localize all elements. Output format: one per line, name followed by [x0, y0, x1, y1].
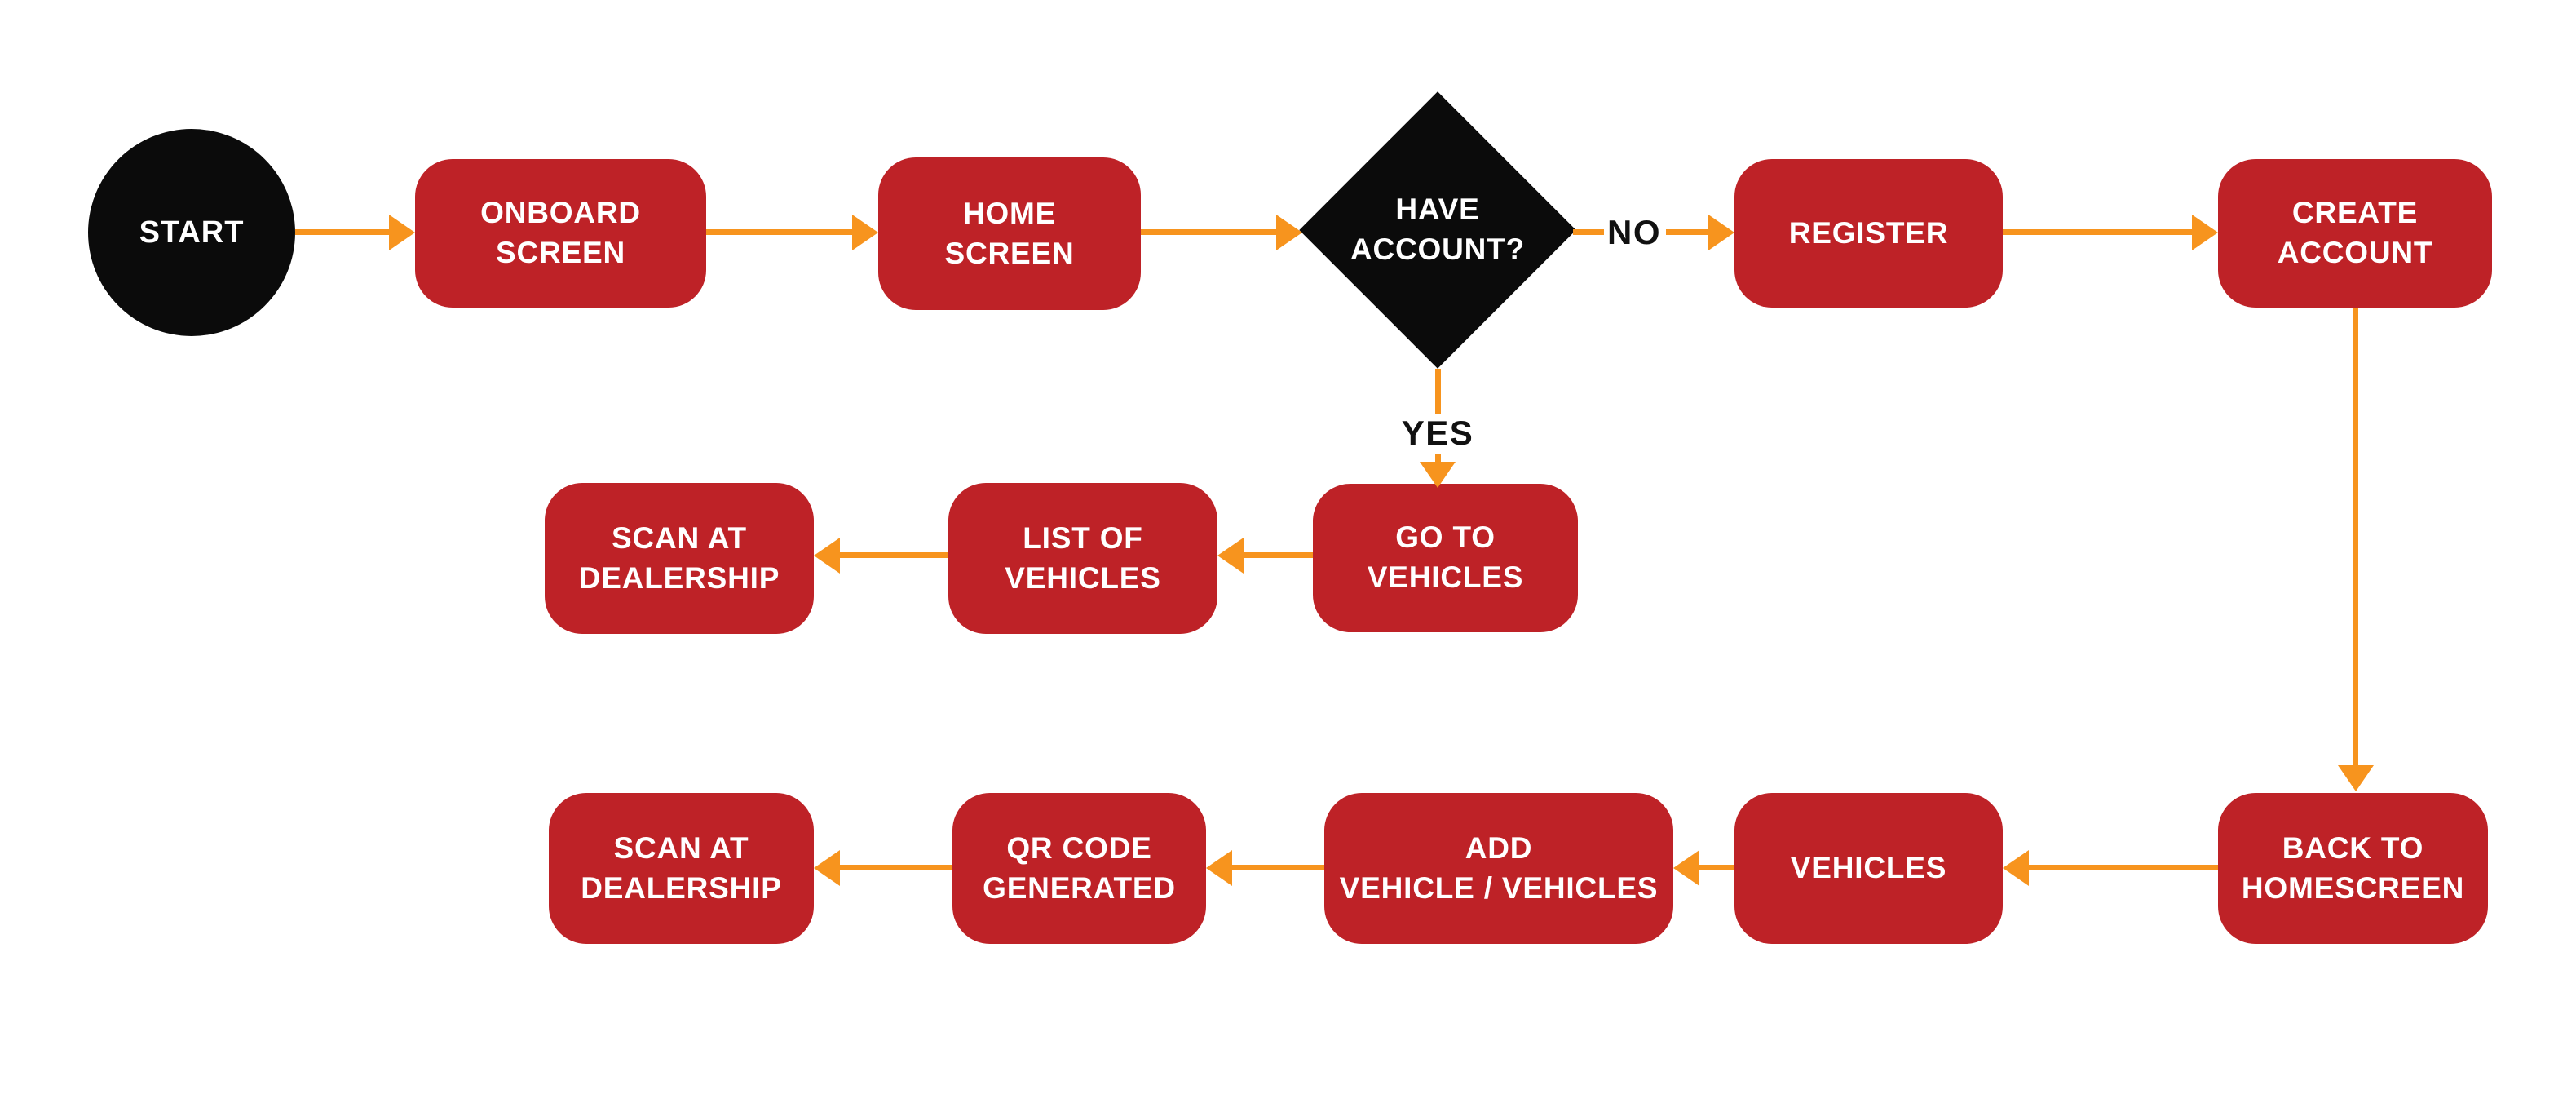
node-go-to-vehicles-label: GO TO VEHICLES: [1367, 520, 1524, 594]
arrow-register-to-create-head: [2192, 215, 2218, 250]
arrow-start-to-onboard-line: [295, 229, 391, 235]
arrow-back-to-vehicles-head: [2003, 850, 2029, 886]
arrow-qr-to-scan-head: [814, 850, 840, 886]
node-create-account: CREATE ACCOUNT: [2218, 159, 2492, 308]
node-start-label: START: [139, 215, 245, 250]
node-onboard-screen: ONBOARD SCREEN: [415, 159, 706, 308]
arrow-home-to-have-account-head: [1276, 215, 1302, 250]
arrow-list-to-scan-line: [838, 552, 948, 558]
arrow-go-to-list-line: [1242, 552, 1313, 558]
edge-label-yes: YES: [1401, 414, 1474, 452]
node-list-of-vehicles-label: LIST OF VEHICLES: [1005, 520, 1161, 595]
node-register-label: REGISTER: [1788, 215, 1949, 250]
arrow-list-to-scan-head: [814, 538, 840, 574]
arrow-register-to-create-line: [2003, 229, 2194, 235]
arrow-add-to-qr-line: [1231, 865, 1324, 870]
node-home-screen-label: HOME SCREEN: [944, 196, 1075, 270]
arrow-yes-branch-line-bottom: [1435, 454, 1441, 465]
node-register: REGISTER: [1734, 159, 2003, 308]
arrow-add-to-qr-head: [1206, 850, 1232, 886]
arrow-home-to-have-account-line: [1141, 229, 1278, 235]
node-back-to-homescreen: BACK TO HOMESCREEN: [2218, 793, 2488, 944]
edge-label-no: NO: [1607, 213, 1661, 251]
node-create-account-label: CREATE ACCOUNT: [2277, 196, 2433, 269]
arrow-no-branch-head: [1708, 215, 1734, 250]
node-scan-at-dealership-1-label: SCAN AT DEALERSHIP: [578, 520, 780, 595]
arrow-no-branch-line-right: [1666, 229, 1710, 235]
node-go-to-vehicles: GO TO VEHICLES: [1313, 484, 1578, 632]
arrow-vehicles-to-add-line: [1698, 865, 1734, 870]
node-add-vehicle-vehicles: ADD VEHICLE / VEHICLES: [1324, 793, 1673, 944]
arrow-no-branch-line-left: [1573, 229, 1604, 235]
node-qr-code-generated: QR CODE GENERATED: [952, 793, 1206, 944]
node-have-account: HAVE ACCOUNT?: [1302, 91, 1573, 369]
node-vehicles: VEHICLES: [1734, 793, 2003, 944]
node-scan-at-dealership-2: SCAN AT DEALERSHIP: [549, 793, 814, 944]
arrow-create-to-back-line: [2353, 308, 2358, 767]
node-list-of-vehicles: LIST OF VEHICLES: [948, 483, 1217, 634]
arrow-vehicles-to-add-head: [1673, 850, 1699, 886]
node-home-screen: HOME SCREEN: [878, 157, 1141, 310]
arrow-go-to-list-head: [1217, 538, 1244, 574]
node-add-vehicle-vehicles-label: ADD VEHICLE / VEHICLES: [1339, 830, 1659, 905]
arrow-yes-branch-line-top: [1435, 369, 1441, 414]
node-qr-code-generated-label: QR CODE GENERATED: [983, 830, 1176, 905]
arrow-onboard-to-home-head: [852, 215, 878, 250]
node-back-to-homescreen-label: BACK TO HOMESCREEN: [2241, 830, 2465, 905]
node-have-account-label: HAVE ACCOUNT?: [1350, 193, 1525, 266]
arrow-back-to-vehicles-line: [2027, 865, 2218, 870]
arrow-qr-to-scan-line: [838, 865, 952, 870]
arrow-yes-branch-head: [1420, 462, 1456, 488]
arrow-onboard-to-home-line: [706, 229, 854, 235]
node-scan-at-dealership-2-label: SCAN AT DEALERSHIP: [581, 830, 782, 905]
node-onboard-screen-label: ONBOARD SCREEN: [480, 196, 641, 269]
node-scan-at-dealership-1: SCAN AT DEALERSHIP: [545, 483, 814, 634]
arrow-start-to-onboard-head: [389, 215, 415, 250]
arrow-create-to-back-head: [2338, 765, 2374, 791]
node-start: START: [88, 129, 295, 336]
node-vehicles-label: VEHICLES: [1790, 851, 1947, 885]
